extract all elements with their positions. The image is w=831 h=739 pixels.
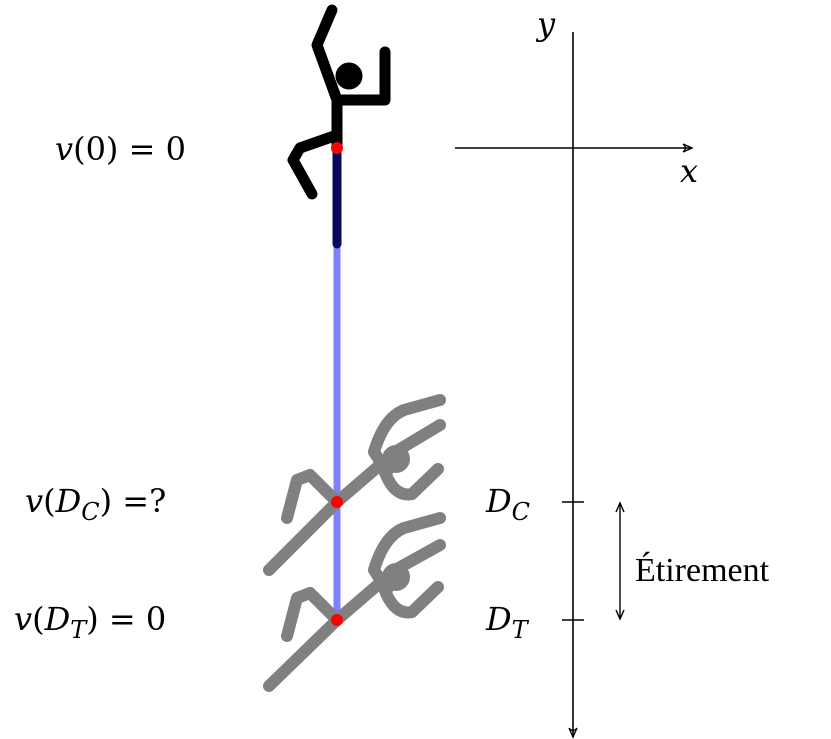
tick-label-dc: DC bbox=[485, 482, 530, 526]
label-v0: v(0) = 0 bbox=[55, 130, 186, 168]
attach-point-top bbox=[331, 142, 343, 154]
jumper-at-dc bbox=[263, 394, 446, 576]
jumper-at-dt bbox=[263, 512, 446, 692]
y-axis-label: y bbox=[535, 5, 556, 43]
label-vdt: v(DT) = 0 bbox=[14, 600, 166, 644]
stretch-label: Étirement bbox=[635, 552, 770, 589]
x-axis-label: x bbox=[680, 152, 698, 190]
attach-point-dt bbox=[331, 614, 343, 626]
attach-point-dc bbox=[331, 496, 343, 508]
label-vdc: v(DC) =? bbox=[25, 482, 166, 526]
tick-label-dt: DT bbox=[485, 600, 530, 644]
jumper-at-top bbox=[287, 4, 391, 200]
